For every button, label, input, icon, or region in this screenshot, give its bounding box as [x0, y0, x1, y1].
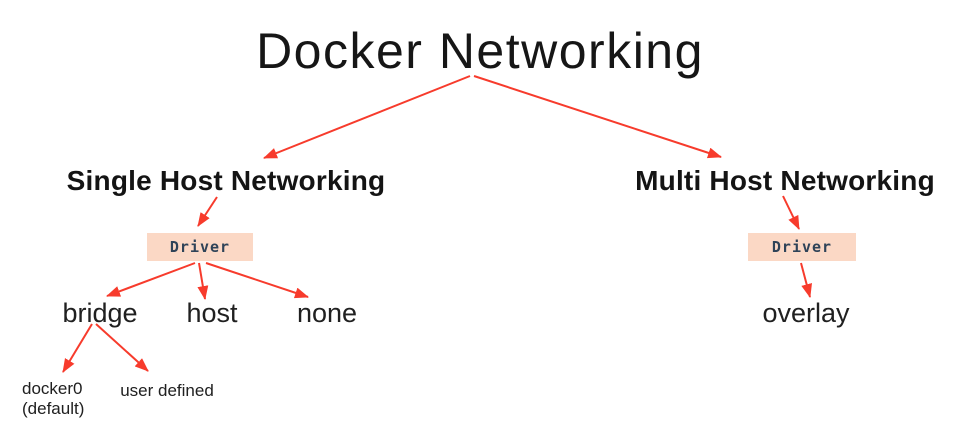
arrow-root-to-single-host: [263, 75, 471, 159]
driver-option-none: none: [296, 298, 358, 328]
driver-box-multi-host: Driver: [748, 233, 856, 261]
docker0-line2: (default): [22, 399, 85, 419]
driver-option-bridge: bridge: [62, 298, 138, 328]
driver-option-host: host: [186, 298, 238, 328]
arrow-root-to-multi-host: [473, 75, 722, 159]
driver-option-overlay: overlay: [762, 298, 850, 328]
arrow-driver-multi-to-overlay: [800, 262, 812, 298]
driver-box-single-host: Driver: [147, 233, 253, 261]
arrow-bridge-to-user-defined: [95, 323, 149, 372]
multi-host-networking-label: Multi Host Networking: [635, 165, 935, 196]
bridge-child-user-defined: user defined: [120, 381, 214, 400]
arrow-multi-host-to-driver-multi: [782, 195, 800, 230]
arrow-driver-single-to-none: [205, 262, 309, 299]
arrow-bridge-to-docker0: [62, 323, 93, 373]
arrow-single-host-to-driver-single: [197, 196, 218, 227]
single-host-networking-label: Single Host Networking: [66, 165, 386, 196]
driver-label-multi-host: Driver: [771, 238, 833, 256]
arrow-driver-single-to-host: [197, 262, 209, 300]
diagram-title: Docker Networking: [256, 23, 704, 79]
driver-label-single-host: Driver: [169, 238, 231, 256]
arrow-driver-single-to-bridge: [106, 262, 196, 297]
docker0-line1: docker0: [22, 379, 83, 398]
bridge-child-docker0: docker0 (default): [22, 379, 84, 420]
